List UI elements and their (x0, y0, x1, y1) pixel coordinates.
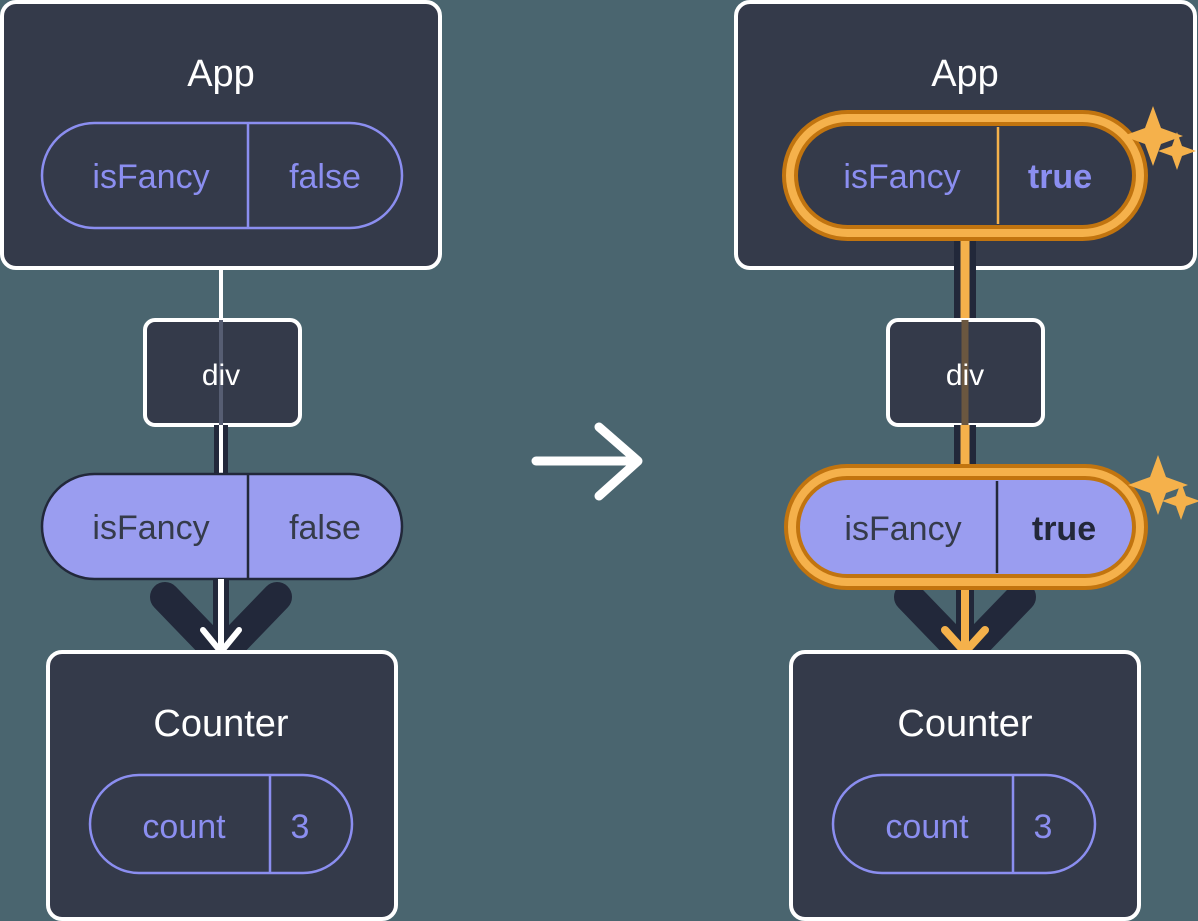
app-title-right: App (931, 53, 999, 95)
counter-prop-pill-left: count 3 (88, 773, 354, 875)
app-prop-value-left: false (289, 158, 361, 196)
counter-title-left: Counter (153, 703, 289, 745)
app-prop-name-left: isFancy (92, 158, 209, 196)
counter-title-right: Counter (897, 703, 1033, 745)
flow-arrow-left (150, 579, 292, 670)
sparkle-small-icon (1158, 132, 1196, 170)
app-box-left: App isFancy false (0, 0, 442, 270)
passed-prop-value-right: true (1032, 510, 1096, 548)
passed-prop-value-left: false (289, 509, 361, 547)
div-label-left: div (202, 359, 240, 392)
app-title-left: App (187, 53, 255, 95)
sparkle-large-icon (1128, 455, 1188, 515)
app-prop-pill-right: isFancy true (782, 110, 1148, 241)
passed-prop-pill-left: isFancy false (40, 472, 404, 581)
sparkle-large-icon (1123, 106, 1183, 166)
counter-prop-name-right: count (885, 808, 969, 846)
counter-prop-pill-right: count 3 (831, 773, 1097, 875)
counter-prop-value-left: 3 (291, 808, 310, 846)
passed-prop-name-right: isFancy (844, 510, 961, 548)
counter-prop-value-right: 3 (1034, 808, 1053, 846)
sparkle-group-prop-right (1128, 455, 1198, 520)
panel-after: App isFancy true div (734, 0, 1198, 921)
passed-prop-name-left: isFancy (92, 509, 209, 547)
counter-prop-name-left: count (142, 808, 226, 846)
div-label-right: div (946, 359, 984, 392)
app-prop-value-right: true (1028, 158, 1092, 196)
counter-box-right: Counter count 3 (789, 650, 1141, 921)
passed-prop-pill-right: isFancy true (784, 464, 1148, 590)
app-prop-name-right: isFancy (843, 158, 960, 196)
counter-box-left: Counter count 3 (46, 650, 398, 921)
div-box-right: div (886, 318, 1045, 427)
panel-before: App isFancy false div isFa (0, 0, 442, 921)
sparkle-small-icon (1162, 482, 1198, 520)
app-prop-pill-left: isFancy false (40, 121, 404, 230)
sparkle-group-app-right (1123, 106, 1196, 170)
transition-arrow (531, 422, 643, 501)
div-box-left: div (143, 318, 302, 427)
